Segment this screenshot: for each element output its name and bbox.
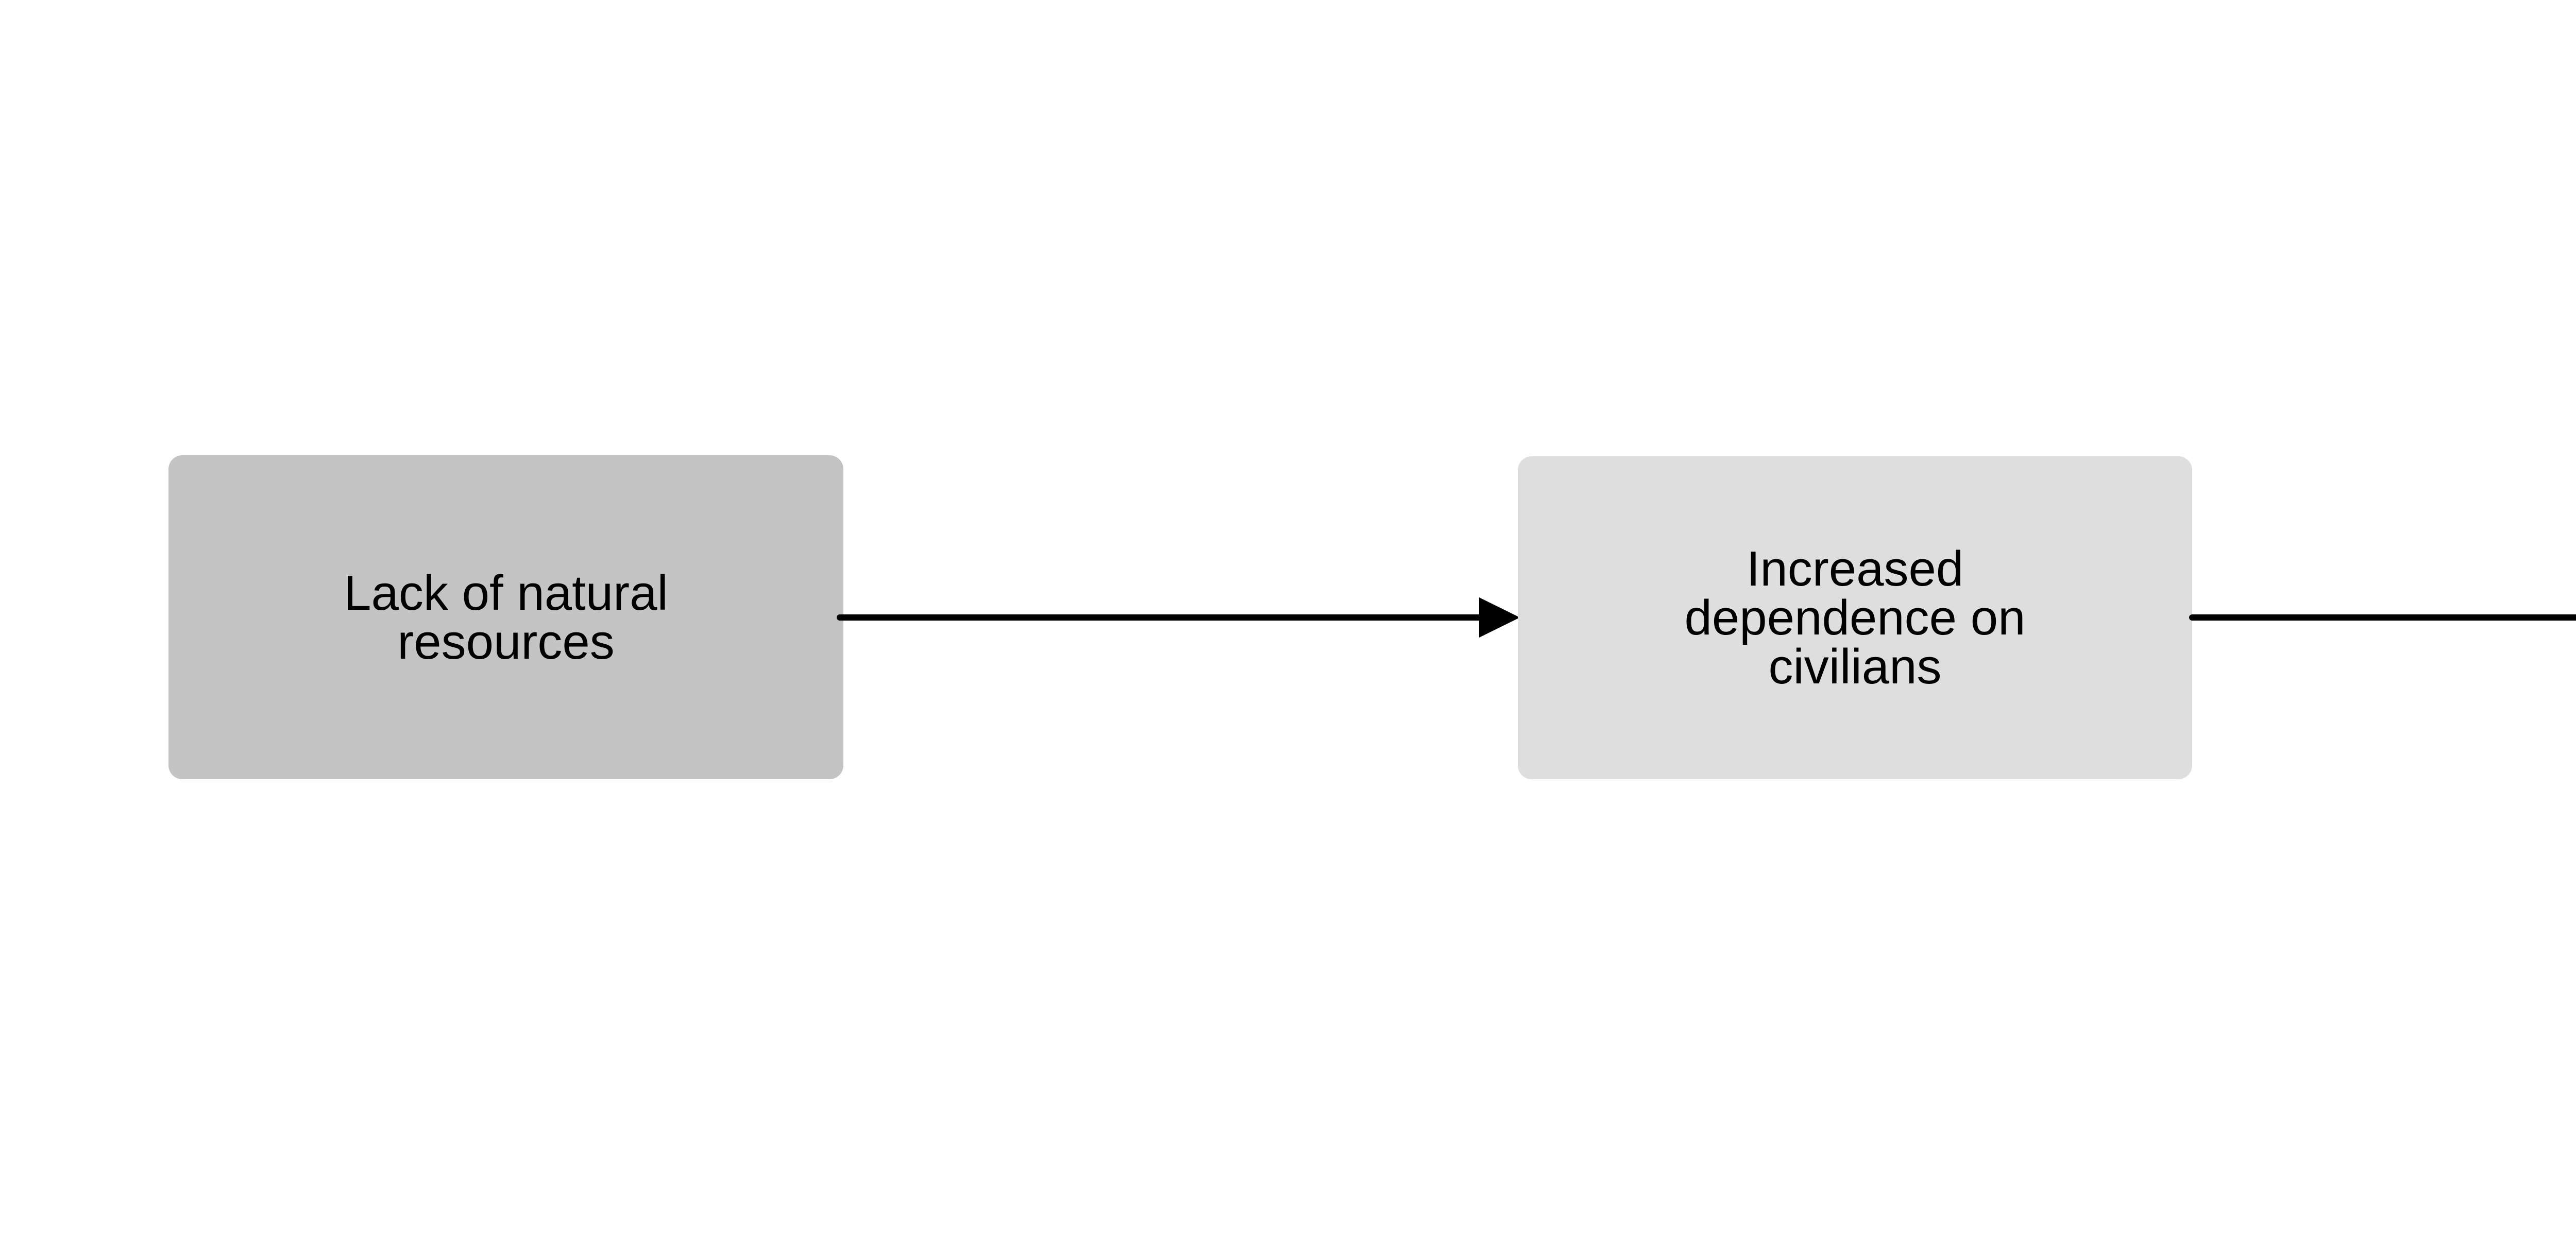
- flow-edge-node1-to-node2: [837, 587, 1520, 649]
- arrow-right-icon: [2189, 614, 2576, 621]
- flow-node-lack-of-natural-resources[interactable]: Lack of natural resources: [168, 455, 843, 779]
- arrow-right-icon: [837, 597, 1520, 638]
- flow-edge-node2-to-node3: [2189, 587, 2576, 649]
- flow-node-label: Lack of natural resources: [344, 565, 668, 670]
- flow-node-label: Increased dependence on civilians: [1684, 541, 2026, 694]
- flow-node-increased-dependence-on-civilians[interactable]: Increased dependence on civilians: [1518, 456, 2192, 779]
